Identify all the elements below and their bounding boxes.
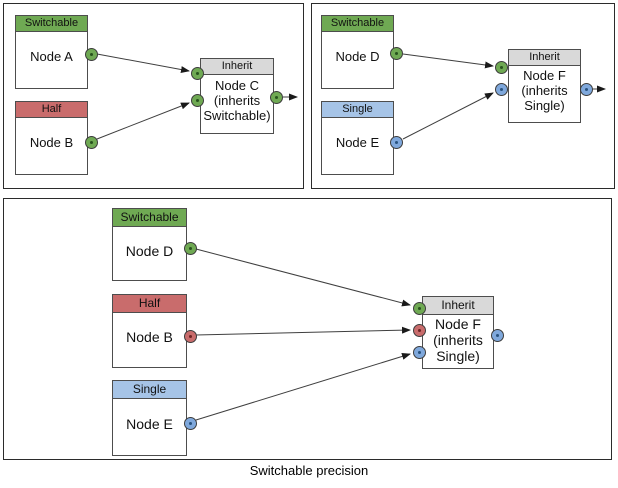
node-d: Switchable Node D [321, 15, 394, 89]
node-f-output-port [491, 329, 504, 342]
panel-top-left: Switchable Node A Half Node B Inherit No… [3, 3, 304, 189]
node-f: Inherit Node F (inherits Single) [508, 49, 581, 123]
node-b-precision-header: Half [113, 295, 186, 313]
node-b-output-port [85, 136, 98, 149]
node-f-bottom: Inherit Node F (inherits Single) [422, 296, 494, 369]
node-c-precision-header: Inherit [201, 59, 273, 75]
node-d-precision-header: Switchable [113, 209, 186, 227]
node-d-precision-header: Switchable [322, 16, 393, 32]
node-b-precision-header: Half [16, 102, 87, 118]
node-e-title: Node E [335, 135, 380, 151]
node-f-precision-header: Inherit [509, 50, 580, 66]
node-e-output-port [184, 417, 197, 430]
node-f-input-port-2 [413, 324, 426, 337]
node-f-input-port-1 [495, 61, 508, 74]
node-d-bottom: Switchable Node D [112, 208, 187, 281]
node-e-bottom: Single Node E [112, 380, 187, 456]
node-a-output-port [85, 48, 98, 61]
node-c-title: Node C (inherits Switchable) [203, 78, 271, 123]
node-a-precision-header: Switchable [16, 16, 87, 32]
node-f-input-port-1 [413, 302, 426, 315]
node-c-output-port [270, 91, 283, 104]
node-f-title: Node F (inherits Single) [433, 316, 483, 365]
node-b-title: Node B [126, 329, 173, 346]
node-e: Single Node E [321, 101, 394, 175]
node-c-input-port-2 [191, 94, 204, 107]
figure-caption: Switchable precision [249, 463, 369, 478]
node-a-title: Node A [30, 49, 73, 65]
node-b-output-port [184, 330, 197, 343]
node-d-title: Node D [335, 49, 380, 65]
node-f-input-port-2 [495, 83, 508, 96]
node-d-output-port [390, 47, 403, 60]
node-e-precision-header: Single [322, 102, 393, 118]
node-e-title: Node E [126, 416, 173, 433]
node-a: Switchable Node A [15, 15, 88, 89]
node-b: Half Node B [15, 101, 88, 175]
node-b-bottom: Half Node B [112, 294, 187, 368]
panel-bottom: Switchable Node D Half Node B Single Nod… [3, 198, 612, 460]
node-b-title: Node B [29, 135, 74, 151]
node-d-output-port [184, 242, 197, 255]
node-f-precision-header: Inherit [423, 297, 493, 315]
node-f-title: Node F (inherits Single) [521, 68, 568, 113]
node-f-output-port [580, 83, 593, 96]
node-d-title: Node D [125, 242, 174, 259]
node-c: Inherit Node C (inherits Switchable) [200, 58, 274, 134]
panel-top-right: Switchable Node D Single Node E Inherit … [311, 3, 615, 189]
node-c-input-port-1 [191, 67, 204, 80]
node-e-output-port [390, 136, 403, 149]
node-e-precision-header: Single [113, 381, 186, 399]
node-f-input-port-3 [413, 346, 426, 359]
